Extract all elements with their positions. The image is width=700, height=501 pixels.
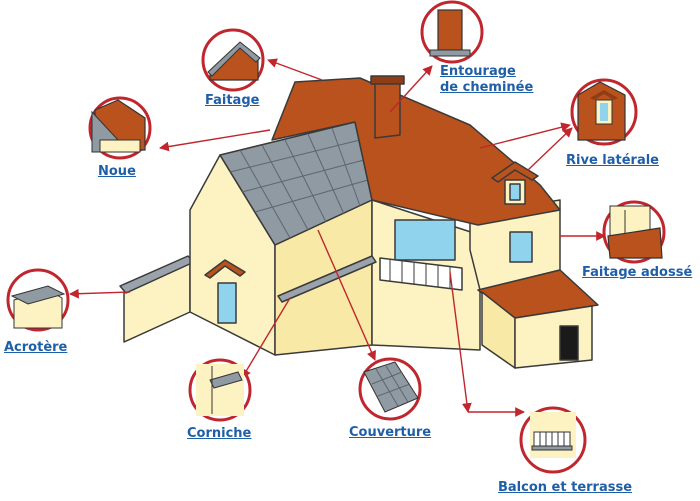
callout-corniche xyxy=(190,360,250,420)
callout-balcon xyxy=(521,408,585,472)
label-couverture[interactable]: Couverture xyxy=(349,425,431,441)
porch-door xyxy=(218,283,236,323)
callout-faitage xyxy=(203,30,263,90)
label-corniche[interactable]: Corniche xyxy=(187,426,251,442)
callout-entourage xyxy=(422,2,482,62)
label-acrotere[interactable]: Acrotère xyxy=(4,340,67,356)
upper-window xyxy=(510,232,532,262)
callout-acrotere xyxy=(8,270,68,330)
callout-couverture xyxy=(360,359,420,419)
callout-noue xyxy=(90,98,150,158)
callout-faitage-adosse xyxy=(604,202,664,262)
callout-rive xyxy=(572,80,636,144)
large-window xyxy=(395,220,455,260)
label-rive[interactable]: Rive latérale xyxy=(566,153,659,169)
label-faitage-adosse[interactable]: Faitage adossé xyxy=(582,265,692,281)
label-noue[interactable]: Noue xyxy=(98,164,136,180)
label-faitage[interactable]: Faitage xyxy=(205,93,259,109)
label-entourage-line2: de cheminée xyxy=(440,80,533,96)
annex-door xyxy=(560,326,578,360)
label-balcon[interactable]: Balcon et terrasse xyxy=(498,480,632,496)
label-entourage[interactable]: Entourage de cheminée xyxy=(440,64,533,96)
chimney xyxy=(375,80,400,138)
label-entourage-line1: Entourage xyxy=(440,64,533,80)
